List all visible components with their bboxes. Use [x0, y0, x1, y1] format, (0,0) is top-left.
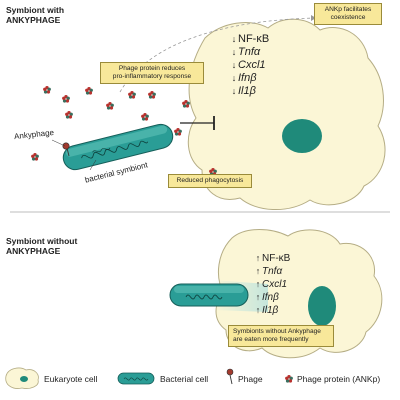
cytokine-list-top: ↓NF-κB ↓Tnfα ↓Cxcl1 ↓Ifnβ ↓Il1β: [230, 33, 269, 98]
cytokine-row: ↑Tnfα: [255, 266, 283, 277]
note-eaten-more: Symbionts without Ankyphage are eaten mo…: [228, 325, 334, 347]
bottom-panel-title: Symbiont without ANKYPHAGE: [6, 236, 78, 256]
cytokine-row: ↓Il1β: [231, 85, 256, 97]
cytokine-row: ↑Cxcl1: [255, 279, 288, 290]
note-phage-protein: Phage protein reduces pro-inflammatory r…: [100, 62, 204, 84]
cytokine-row: ↓Ifnβ: [231, 72, 257, 84]
bacterium-top: [62, 123, 174, 171]
legend-phage-label: Phage: [238, 374, 263, 384]
note-reduced-phagocytosis: Reduced phagocytosis: [168, 174, 252, 188]
legend-bacterial-icon: [117, 372, 155, 385]
cytokine-row: ↓Cxcl1: [231, 59, 266, 71]
cytokine-row: ↑Il1β: [255, 305, 279, 316]
legend-phage-icon: [226, 368, 234, 385]
legend-protein-icon: [285, 375, 293, 383]
cytokine-row: ↑NF-κB: [255, 253, 291, 264]
nucleus-top: [282, 119, 322, 153]
legend-eukaryote-label: Eukaryote cell: [44, 374, 98, 384]
legend-bacterial-label: Bacterial cell: [160, 374, 209, 384]
eukaryote-cell-top: [187, 18, 386, 211]
ankyphage-phage: [62, 142, 70, 157]
cytokine-row: ↓NF-κB: [231, 33, 270, 45]
bacterium-bottom: [169, 283, 249, 307]
cytokine-row: ↓Tnfα: [231, 46, 261, 58]
note-ankp-coexistence: ANKp facilitates coexistence: [314, 3, 382, 25]
phage-protein-cluster-top: [31, 86, 217, 176]
legend-protein-label: Phage protein (ANKp): [297, 374, 381, 384]
top-panel-title: Symbiont with ANKYPHAGE: [6, 5, 65, 25]
legend-eukaryote-icon: [5, 367, 39, 389]
cytokine-list-bottom: ↑NF-κB ↑Tnfα ↑Cxcl1 ↑Ifnβ ↑Il1β: [254, 252, 291, 317]
nucleus-bottom: [308, 286, 336, 326]
cytokine-row: ↑Ifnβ: [255, 292, 279, 303]
